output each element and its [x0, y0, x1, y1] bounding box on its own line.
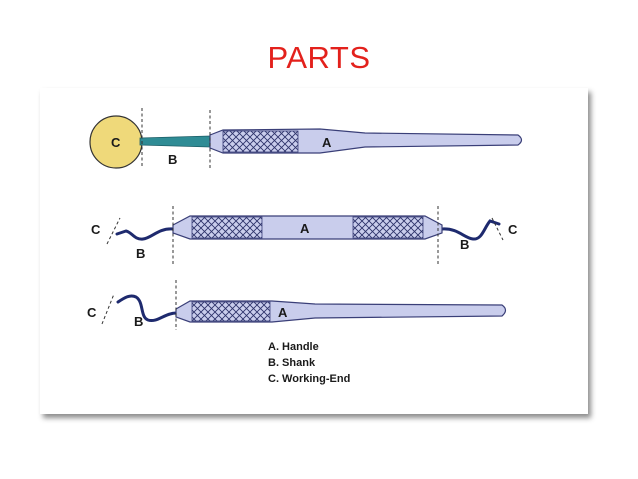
- double-ended-instrument: C B A B C: [91, 206, 518, 266]
- double-boundary-right-end: [491, 217, 504, 241]
- single-label-a: A: [278, 305, 288, 320]
- double-handle-knurl-left: [191, 216, 263, 239]
- single-handle-knurl: [191, 301, 271, 322]
- single-boundary-end: [101, 293, 115, 325]
- mirror-handle-knurl: [222, 130, 299, 153]
- legend-item-shank: B. Shank: [268, 357, 316, 369]
- mirror-label-c: C: [111, 135, 121, 150]
- double-label-b-right: B: [460, 237, 469, 252]
- single-label-c: C: [87, 305, 97, 320]
- legend-item-handle: A. Handle: [268, 341, 319, 353]
- double-label-c-left: C: [91, 222, 101, 237]
- single-ended-instrument: C B A: [87, 280, 507, 330]
- double-boundary-left-end: [106, 217, 121, 245]
- double-label-a: A: [300, 221, 310, 236]
- double-label-c-right: C: [508, 222, 518, 237]
- instrument-diagram: C B A C B A B C C: [40, 88, 588, 414]
- double-right-shank: [440, 219, 501, 241]
- double-label-b-left: B: [136, 246, 145, 261]
- double-handle-knurl-right: [352, 216, 424, 239]
- parts-legend: A. Handle B. Shank C. Working-End: [268, 341, 350, 385]
- double-left-shank: [115, 227, 175, 241]
- mouth-mirror-instrument: C B A: [89, 108, 523, 169]
- slide-title: PARTS: [267, 40, 371, 75]
- legend-item-working-end: C. Working-End: [268, 373, 350, 385]
- mirror-label-b: B: [168, 152, 177, 167]
- single-shank: [116, 294, 178, 323]
- instrument-diagram-svg: C B A C B A B C C: [87, 108, 523, 385]
- mirror-label-a: A: [322, 135, 332, 150]
- mirror-shank: [139, 135, 211, 148]
- single-label-b: B: [134, 314, 143, 329]
